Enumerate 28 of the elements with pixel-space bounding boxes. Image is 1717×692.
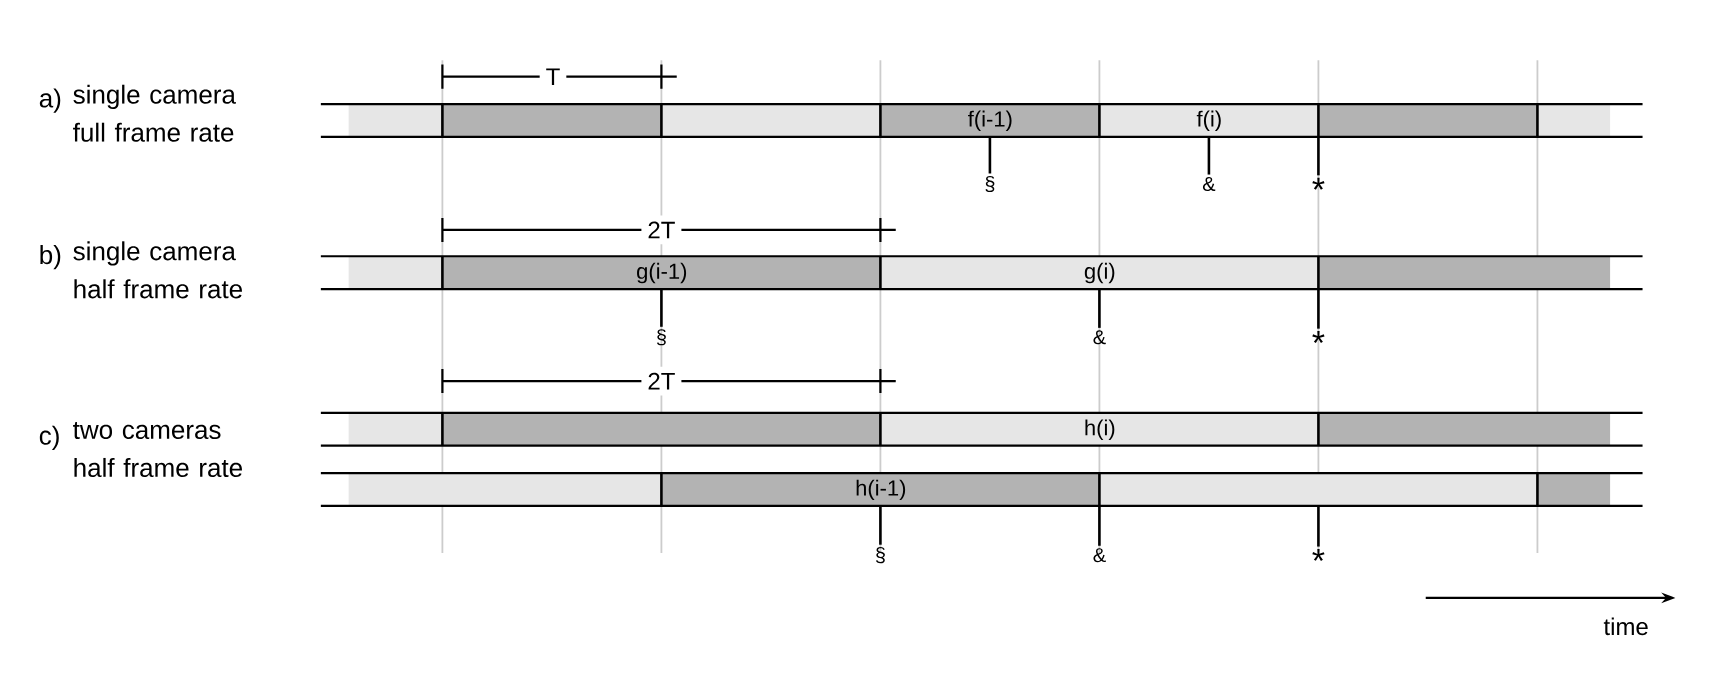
axis-label: time xyxy=(1603,617,1648,636)
row-letter: b) xyxy=(40,245,61,270)
leader-line xyxy=(660,289,663,327)
event-marker: & xyxy=(1202,176,1216,191)
leader-line xyxy=(1207,137,1211,175)
event-marker: § xyxy=(985,175,995,193)
event-marker: & xyxy=(1093,548,1106,563)
row-letter: c) xyxy=(39,425,59,450)
row-label: single camera half frame rate xyxy=(73,241,242,299)
dimension-label: 2T xyxy=(641,366,682,396)
leader-line xyxy=(988,137,992,174)
event-marker: * xyxy=(1312,331,1325,343)
dimension-label: T xyxy=(539,62,567,91)
event-marker: § xyxy=(656,329,666,346)
leader-line xyxy=(1317,506,1320,547)
leader-line xyxy=(879,506,882,545)
leader-line xyxy=(1098,289,1101,328)
event-marker: * xyxy=(1312,177,1325,190)
row-label: single camera full frame rate xyxy=(73,84,236,142)
event-marker: § xyxy=(876,547,885,564)
event-marker: & xyxy=(1093,330,1106,345)
leader-line xyxy=(1317,137,1320,176)
leader-line xyxy=(1317,289,1320,329)
leader-line xyxy=(1098,506,1101,546)
event-marker: * xyxy=(1312,548,1325,561)
row-label: two cameras half frame rate xyxy=(73,422,242,478)
row-letter: a) xyxy=(39,88,61,113)
dimension-label: 2T xyxy=(641,215,682,245)
